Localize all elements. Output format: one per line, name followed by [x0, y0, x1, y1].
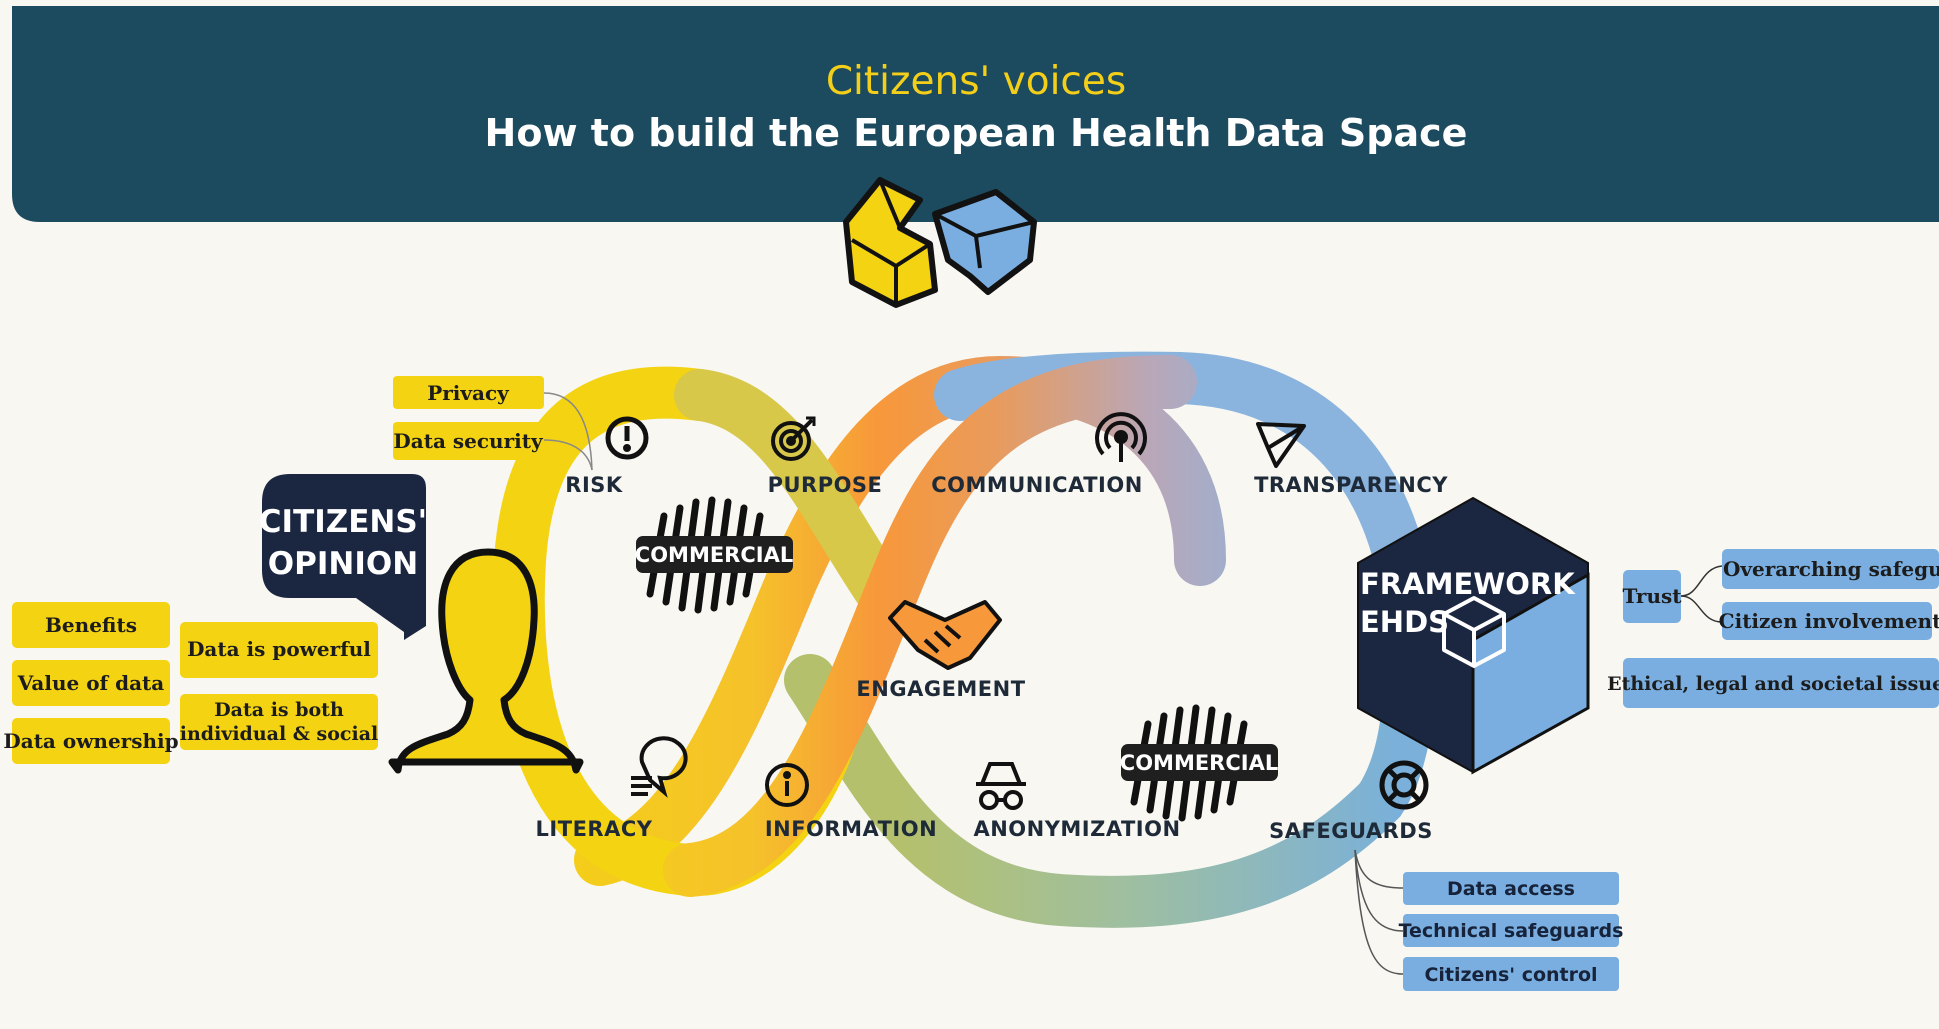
citizens-left-tags: Benefits Value of data Data ownership	[3, 602, 179, 764]
commercial-top-label: COMMERCIAL	[635, 543, 793, 567]
bubble-line1: CITIZENS'	[259, 504, 427, 540]
tag-data-security: Data security	[393, 429, 544, 453]
tag-privacy-box	[393, 376, 544, 409]
broadcast-icon	[1095, 412, 1147, 462]
header-banner	[12, 6, 1939, 222]
header-title: How to build the European Health Data Sp…	[485, 111, 1468, 155]
spy-icon	[976, 762, 1026, 810]
tag-data-ownership: Data ownership	[3, 729, 178, 753]
commercial-block-top: COMMERCIAL	[635, 496, 793, 614]
ethical-box	[1623, 658, 1939, 708]
speech-bubble-icon	[631, 736, 688, 798]
framework-cube: FRAMEWORK EHDS	[1357, 496, 1590, 775]
label-purpose: PURPOSE	[768, 473, 883, 497]
trust-connector-1	[1680, 565, 1723, 597]
involvement-box	[1722, 602, 1932, 640]
label-literacy: LITERACY	[536, 817, 653, 841]
tag-both-line1: Data is both	[214, 699, 344, 721]
tag-individual-box	[180, 694, 378, 750]
technical-box	[1403, 914, 1619, 947]
overarching-box	[1722, 549, 1939, 589]
citizens-opinion-bubble: CITIZENS' OPINION	[259, 474, 427, 640]
commercial-block-bottom: COMMERCIAL	[1120, 704, 1278, 822]
lifebuoy-icon	[1379, 760, 1429, 810]
label-engagement: ENGAGEMENT	[856, 677, 1025, 701]
citizens-mid-tags: Data is powerful Data is both individual…	[180, 622, 379, 750]
tag-benefits-box	[12, 602, 170, 648]
commercial-bottom-label: COMMERCIAL	[1120, 751, 1278, 775]
tag-value-of-data: Value of data	[17, 671, 165, 695]
safeguard-connector-3	[1354, 849, 1404, 975]
safeguard-data-access: Data access	[1447, 878, 1575, 900]
label-information: INFORMATION	[765, 817, 937, 841]
trust-group: Trust Overarching safeguards Citizen inv…	[1607, 549, 1939, 708]
risk-connector-2	[543, 439, 593, 471]
header-subtitle: Citizens' voices	[826, 59, 1126, 104]
label-risk: RISK	[565, 473, 623, 497]
safeguard-tags: Data access Technical safeguards Citizen…	[1354, 849, 1624, 991]
tag-privacy: Privacy	[427, 381, 510, 405]
risk-connector-1	[543, 392, 593, 471]
logo-blocks-icon	[843, 177, 1037, 308]
label-anonymization: ANONYMIZATION	[973, 817, 1180, 841]
tag-data-powerful: Data is powerful	[187, 637, 371, 661]
tag-data-security-box	[393, 422, 544, 460]
trust-box	[1623, 570, 1681, 623]
label-safeguards: SAFEGUARDS	[1269, 819, 1433, 843]
info-icon	[765, 763, 809, 807]
loop-crossing	[663, 355, 1197, 897]
target-icon	[771, 416, 816, 461]
trust-item-overarching: Overarching safeguards	[1723, 557, 1939, 581]
tag-both-line2: individual & social	[180, 723, 379, 745]
safeguard-technical: Technical safeguards	[1399, 920, 1624, 942]
paper-plane-icon	[1256, 422, 1306, 468]
tag-value-box	[12, 660, 170, 706]
control-box	[1403, 957, 1619, 991]
cube-icon	[1442, 596, 1506, 668]
handshake-icon	[888, 600, 1002, 670]
trust-label: Trust	[1622, 584, 1682, 608]
person-silhouette-icon	[388, 548, 584, 774]
ethical-issues: Ethical, legal and societal issues	[1607, 673, 1939, 695]
trust-item-involvement: Citizen involvement	[1719, 609, 1939, 633]
safeguard-citizens-control: Citizens' control	[1424, 964, 1597, 986]
tag-benefits: Benefits	[45, 613, 137, 637]
framework-line1: FRAMEWORK	[1360, 567, 1576, 601]
risk-tags: Privacy Data security	[393, 376, 593, 471]
label-transparency: TRANSPARENCY	[1254, 473, 1448, 497]
safeguard-connector-2	[1354, 849, 1404, 932]
tag-powerful-box	[180, 622, 378, 678]
exclamation-icon	[605, 416, 649, 460]
tag-ownership-box	[12, 718, 170, 764]
data-access-box	[1403, 872, 1619, 905]
framework-line2: EHDS	[1360, 605, 1449, 639]
trust-connector-2	[1680, 595, 1723, 623]
safeguard-connector-1	[1354, 849, 1404, 889]
bubble-line2: OPINION	[268, 546, 418, 582]
label-communication: COMMUNICATION	[931, 473, 1143, 497]
